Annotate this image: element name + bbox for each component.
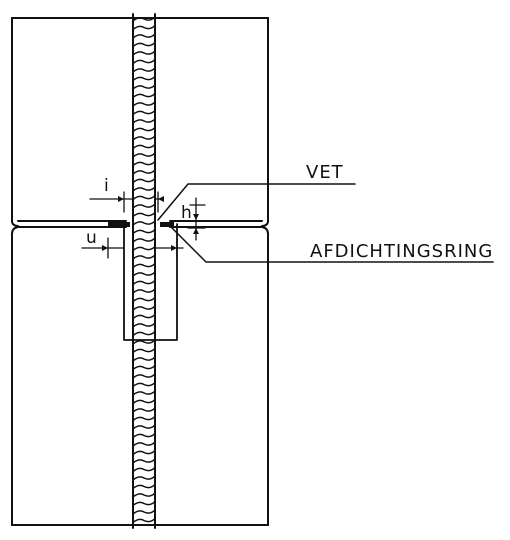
thread-rib [132,211,156,218]
dim-u-arrow-right [171,245,177,251]
thread-rib [132,483,156,490]
dim-i-arrow-left [118,196,124,202]
lower-block-left-edge [11,226,19,526]
thread-rib [132,509,156,515]
thread-rib [132,92,156,99]
lower-block-right-edge [261,226,269,526]
thread-rib [132,143,156,150]
thread-rib [132,381,156,388]
thread-rib [132,169,156,175]
thread-rib [132,364,156,371]
thread-rib [132,424,156,430]
thread-rib [132,415,156,422]
sealing-ring-left [108,222,130,227]
thread-rib [132,228,156,235]
thread-rib [132,432,156,439]
thread-rib [132,449,156,456]
threaded-bar [132,13,156,529]
thread-rib [132,313,156,320]
thread-rib [132,458,156,464]
thread-rib [132,152,156,158]
thread-rib [132,279,156,286]
thread-rib [132,339,156,345]
vet-leader-line [157,183,356,221]
thread-rib [132,322,156,328]
thread-rib [132,203,156,209]
thread-rib [132,305,156,311]
vet-label: VET [306,162,344,183]
thread-rib [132,237,156,243]
thread-rib [132,186,156,192]
thread-rib [132,373,156,379]
thread-rib [132,135,156,141]
thread-rib [132,50,156,56]
thread-rib [132,58,156,65]
thread-rib [132,24,156,31]
dim-h-label: h [181,203,192,223]
thread-rib [132,160,156,167]
thread-rib [132,126,156,133]
afdichtingsring-leader-line [171,227,494,263]
thread-rib [132,109,156,116]
thread-rib [132,254,156,260]
thread-rib [132,271,156,277]
thread-rib [132,75,156,82]
leader-afdichtingsring: AFDICHTINGSRING [171,227,494,263]
thread-rib [132,84,156,90]
dim-h-arrow-bottom [193,228,199,234]
thread-rib [132,330,156,337]
dimension-h: h [181,197,206,241]
thread-rib [132,118,156,124]
thread-rib [132,220,156,226]
thread-rib [132,492,156,498]
thread-rib [132,33,156,39]
thread-rib [132,262,156,269]
thread-rib [132,296,156,303]
afdichtingsring-label: AFDICHTINGSRING [310,241,493,262]
sealing-ring-right [160,222,174,227]
upper-block-right-edge [261,17,269,227]
thread-rib [132,390,156,396]
thread-ribs [132,16,156,524]
thread-rib [132,356,156,362]
leader-vet: VET [157,162,356,221]
thread-rib [132,101,156,107]
thread-rib [132,177,156,184]
thread-rib [132,16,156,22]
thread-rib [132,41,156,48]
thread-rib [132,245,156,252]
thread-rib [132,407,156,413]
lower-block [11,226,269,526]
thread-rib [132,517,156,524]
upper-block-left-edge [11,17,19,227]
thread-rib [132,288,156,294]
thread-rib [132,441,156,447]
dim-h-arrow-top [193,214,199,220]
thread-rib [132,500,156,507]
thread-rib [132,466,156,473]
dimension-u: u [81,228,184,259]
upper-block [11,17,269,227]
dim-u-arrow-left [102,245,108,251]
dim-i-arrow-right [158,196,164,202]
thread-rib [132,194,156,201]
dim-u-label: u [86,228,97,248]
thread-rib [132,398,156,405]
thread-rib [132,347,156,354]
thread-rib [132,475,156,481]
thread-rib [132,67,156,73]
sleeve [123,223,178,341]
dim-i-label: i [104,176,109,196]
dimension-i: i [89,176,164,213]
